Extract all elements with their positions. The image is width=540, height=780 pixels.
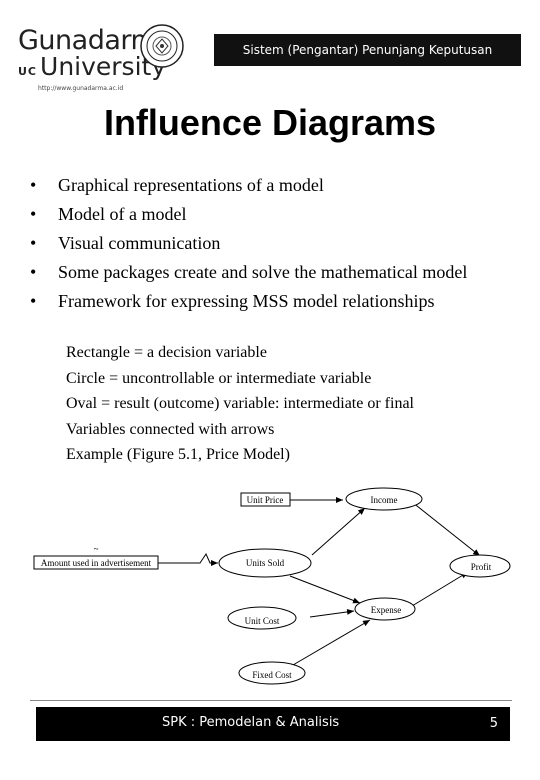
bullet-icon: • [30,233,37,253]
footer-divider [30,700,512,701]
bullet-icon: • [30,291,37,311]
footer-text: SPK : Pemodelan & Analisis [162,715,340,730]
svg-text:Income: Income [371,495,398,505]
node-unit-cost: Unit Cost [227,606,297,630]
svg-text:Units Sold: Units Sold [246,558,285,568]
node-expense: Expense [354,597,416,621]
bullet-list: •Graphical representations of a model •M… [30,174,510,319]
course-title: Sistem (Pengantar) Penunjang Keputusan [242,43,493,57]
influence-diagram: Unit Price Income ~ Amount used in adver… [33,487,511,685]
svg-text:Profit: Profit [471,562,492,572]
slide-header: Gunadarma UC University http://www.gunad… [0,0,540,92]
list-item: Oval = result (outcome) variable: interm… [66,395,414,412]
diagram-arrows [158,497,481,666]
tilde-mark: ~ [94,544,99,554]
node-units-sold: Units Sold [218,548,312,578]
list-item: Variables connected with arrows [66,420,275,438]
list-item: •Graphical representations of a model [30,175,324,195]
header-title-bar: Sistem (Pengantar) Penunjang Keputusan [214,34,521,66]
list-item: Rectangle = a decision variable [66,344,267,361]
university-seal-icon [140,24,184,68]
svg-text:Amount used in advertisement: Amount used in advertisement [41,558,152,568]
logo-url: http://www.gunadarma.ac.id [38,85,124,92]
svg-text:Unit Cost: Unit Cost [245,616,280,626]
list-item: Circle = uncontrollable or intermediate … [66,369,372,387]
slide-footer: SPK : Pemodelan & Analisis 5 [36,707,510,741]
bullet-icon: • [30,204,37,224]
logo-uc: UC [18,65,38,78]
bullet-icon: • [30,262,37,282]
list-item: •Some packages create and solve the math… [30,262,468,282]
svg-text:Unit Price: Unit Price [247,495,284,505]
list-item: Example (Figure 5.1, Price Model) [66,446,290,463]
sub-item-list: Rectangle = a decision variable Circle =… [66,340,506,468]
page-number: 5 [489,716,498,731]
node-unit-price: Unit Price [240,492,291,507]
slide-title: Influence Diagrams [103,102,437,143]
svg-text:Expense: Expense [371,605,402,615]
list-item: •Visual communication [30,233,221,253]
node-income: Income [345,487,423,511]
svg-text:Fixed Cost: Fixed Cost [252,670,292,680]
bullet-icon: • [30,175,37,195]
node-advertisement: ~ Amount used in advertisement [33,544,159,570]
node-fixed-cost: Fixed Cost [238,661,306,685]
list-item: •Framework for expressing MSS model rela… [30,291,435,311]
list-item: •Model of a model [30,204,187,224]
node-profit: Profit [449,554,511,578]
